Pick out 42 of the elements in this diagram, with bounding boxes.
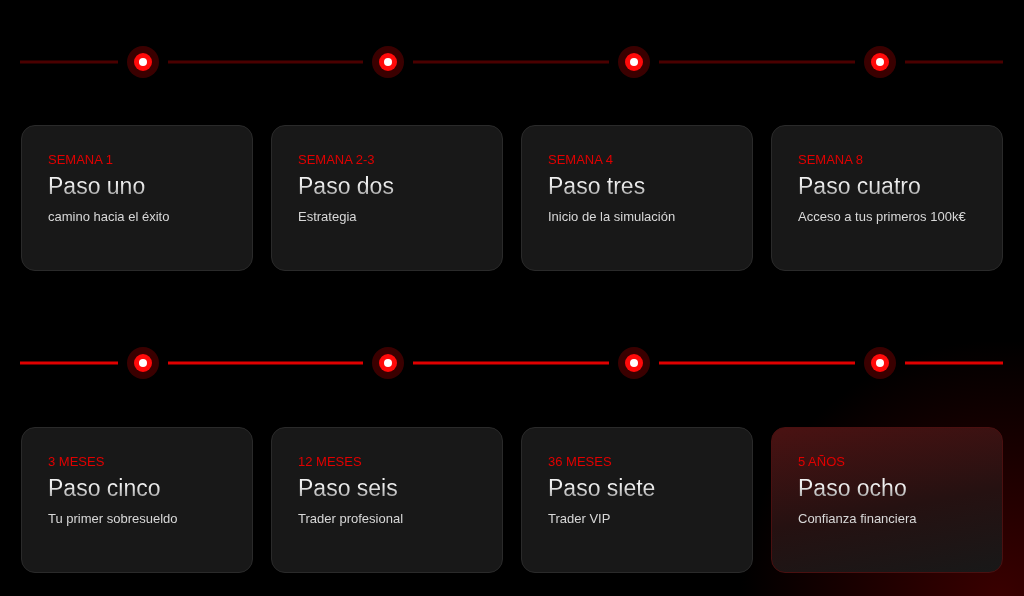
period-label: SEMANA 8 xyxy=(798,152,865,167)
timeline-line xyxy=(168,361,363,365)
step-card xyxy=(521,427,753,573)
step-card xyxy=(521,125,753,271)
step-card xyxy=(771,125,1003,271)
timeline-line xyxy=(168,60,363,64)
step-description: Tu primer sobresueldo xyxy=(48,510,179,528)
timeline-line xyxy=(20,60,118,64)
timeline-line xyxy=(659,60,855,64)
timeline-line xyxy=(20,361,118,365)
timeline-line xyxy=(413,60,609,64)
step-card xyxy=(771,427,1003,573)
period-label: 36 MESES xyxy=(548,454,613,469)
step-description: Confianza financiera xyxy=(798,510,918,528)
step-description: Inicio de la simulación xyxy=(548,208,677,226)
timeline-dot xyxy=(127,347,159,379)
period-label: SEMANA 1 xyxy=(48,152,115,167)
timeline-dot xyxy=(864,347,896,379)
step-card xyxy=(271,125,503,271)
timeline-dot xyxy=(618,46,650,78)
period-label: SEMANA 2-3 xyxy=(298,152,376,167)
period-label: 12 MESES xyxy=(298,454,363,469)
timeline-dot xyxy=(864,46,896,78)
step-card xyxy=(271,427,503,573)
step-description: Estrategia xyxy=(298,208,358,226)
period-label: 5 AÑOS xyxy=(798,454,846,469)
timeline-line xyxy=(413,361,609,365)
timeline-line xyxy=(905,60,1003,64)
timeline-line xyxy=(905,361,1003,365)
timeline-dot xyxy=(372,46,404,78)
step-card xyxy=(21,427,253,573)
step-description: Trader VIP xyxy=(548,510,612,528)
timeline-dot xyxy=(127,46,159,78)
period-label: 3 MESES xyxy=(48,454,106,469)
step-description: camino hacia el éxito xyxy=(48,208,171,226)
timeline-dot xyxy=(618,347,650,379)
step-card xyxy=(21,125,253,271)
period-label: SEMANA 4 xyxy=(548,152,615,167)
step-description: Acceso a tus primeros 100k€ xyxy=(798,208,967,226)
timeline-dot xyxy=(372,347,404,379)
step-description: Trader profesional xyxy=(298,510,404,528)
timeline-line xyxy=(659,361,855,365)
